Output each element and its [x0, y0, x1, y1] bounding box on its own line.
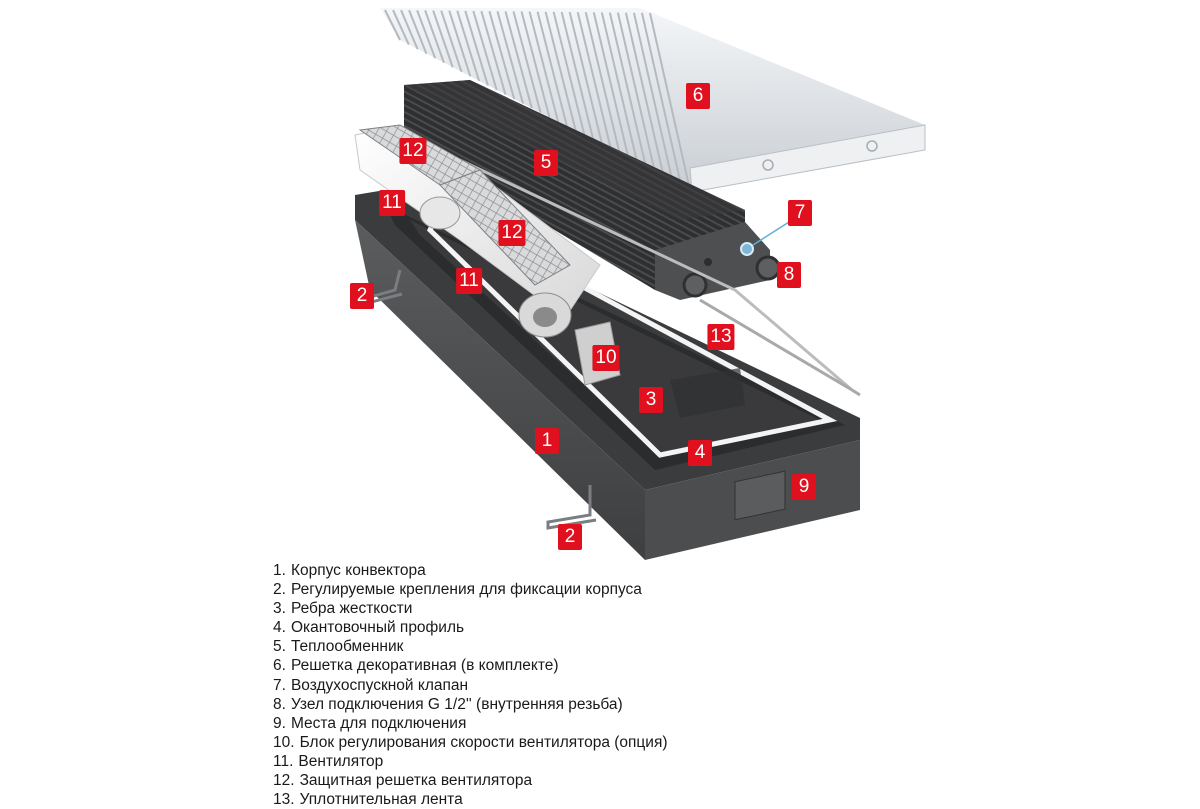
legend-number: 1.: [273, 562, 286, 579]
callout-badge-2: 2: [558, 524, 582, 550]
callout-badge-13: 13: [707, 324, 735, 350]
grille-slat: [456, 10, 481, 82]
grille-slat: [408, 9, 428, 55]
stiffening-ribs: [670, 368, 745, 418]
grille-slat: [649, 12, 691, 191]
grille-slat: [528, 11, 560, 123]
grille-slat: [432, 10, 454, 68]
callout-badge-12: 12: [498, 220, 526, 246]
grille-slat: [592, 12, 630, 159]
grille-slat: [536, 11, 568, 127]
legend-item: 6.Решетка декоративная (в комплекте): [273, 656, 668, 675]
legend-item: 8.Узел подключения G 1/2'' (внутренняя р…: [273, 695, 668, 714]
legend-number: 3.: [273, 600, 286, 618]
legend-number: 9.: [273, 714, 286, 732]
grille-slat: [424, 10, 445, 64]
legend-number: 2.: [273, 581, 286, 599]
grille-slat: [440, 10, 463, 73]
callout-badge-11: 11: [456, 268, 482, 294]
callout-badge-9: 9: [792, 474, 816, 500]
legend-item: 9.Места для подключения: [273, 714, 668, 733]
legend-item: 3.Ребра жесткости: [273, 599, 668, 618]
grille-slat: [600, 12, 639, 163]
grille-slat: [400, 9, 419, 50]
legend-item: 10.Блок регулирования скорости вентилято…: [273, 733, 668, 752]
sealing-tape: [459, 158, 861, 397]
grille-slat: [576, 11, 612, 150]
legend-number: 4.: [273, 619, 286, 637]
grille-slat: [568, 11, 604, 145]
callout-badge-4: 4: [688, 440, 712, 466]
grille-slat: [544, 11, 577, 132]
legend-item: 7.Воздухоспускной клапан: [273, 676, 668, 695]
legend-item: 4.Окантовочный профиль: [273, 618, 668, 637]
grille-slat: [552, 11, 586, 136]
grille-slat: [640, 12, 683, 186]
legend-text: Защитная решетка вентилятора: [299, 772, 533, 790]
grille-slat: [384, 9, 401, 41]
callout-badge-3: 3: [639, 387, 663, 413]
legend-text: Места для подключения: [290, 714, 467, 732]
legend-item: 2.Регулируемые крепления для фиксации ко…: [273, 580, 668, 599]
callout-badge-1: 1: [535, 428, 559, 454]
legend-number: 7.: [273, 676, 286, 694]
legend-text: Окантовочный профиль: [290, 619, 465, 637]
decorative-grille: [380, 8, 926, 193]
legend-item: 11.Вентилятор: [273, 752, 668, 771]
grille-slat: [480, 10, 507, 95]
callout-badge-12: 12: [399, 138, 427, 164]
grille-slat: [560, 11, 595, 141]
legend-number: 11.: [273, 752, 294, 770]
grille-slat: [448, 10, 472, 77]
callout-badge-5: 5: [534, 150, 558, 176]
legend-text: Узел подключения G 1/2'' (внутренняя рез…: [290, 695, 623, 713]
callout-badge-7: 7: [788, 200, 812, 226]
grille-slat: [584, 12, 621, 154]
legend-text: Регулируемые крепления для фиксации корп…: [290, 581, 642, 599]
callout-badge-8: 8: [777, 262, 801, 288]
legend-text: Вентилятор: [298, 752, 384, 770]
grille-slat: [472, 10, 498, 91]
legend-text: Теплообменник: [290, 638, 404, 656]
legend-number: 10.: [273, 733, 295, 751]
legend-number: 6.: [273, 657, 286, 675]
grille-slat: [464, 10, 489, 86]
legend-number: 12.: [273, 772, 295, 790]
legend-number: 5.: [273, 638, 286, 656]
callout-badge-6: 6: [686, 83, 710, 109]
grille-slat: [616, 12, 656, 173]
grille-slat: [520, 11, 551, 118]
heat-exchanger: [404, 80, 790, 300]
grille-slat: [496, 11, 524, 104]
grille-slat: [608, 12, 648, 168]
legend-text: Ребра жесткости: [290, 600, 413, 618]
grille-slat: [632, 12, 674, 182]
callout-badge-11: 11: [379, 190, 405, 216]
legend-text: Корпус конвектора: [290, 562, 426, 579]
parts-legend: 1.Корпус конвектора 2.Регулируемые крепл…: [273, 561, 668, 809]
legend-text: Воздухоспускной клапан: [290, 676, 469, 694]
grille-slat: [512, 11, 542, 113]
legend-item: 12.Защитная решетка вентилятора: [273, 771, 668, 790]
legend-item: 5.Теплообменник: [273, 637, 668, 656]
grille-slat: [392, 9, 410, 45]
grille-slat: [624, 12, 665, 177]
grille-slat: [504, 11, 533, 109]
legend-text: Решетка декоративная (в комплекте): [290, 657, 559, 675]
callout-badge-2: 2: [350, 283, 374, 309]
grille-slat: [416, 10, 437, 59]
legend-text: Блок регулирования скорости вентилятора …: [299, 733, 668, 751]
callout-badge-10: 10: [592, 345, 620, 371]
legend-number: 8.: [273, 695, 286, 713]
grille-slat: [488, 10, 516, 100]
legend-item: 1.Корпус конвектора: [273, 561, 668, 580]
